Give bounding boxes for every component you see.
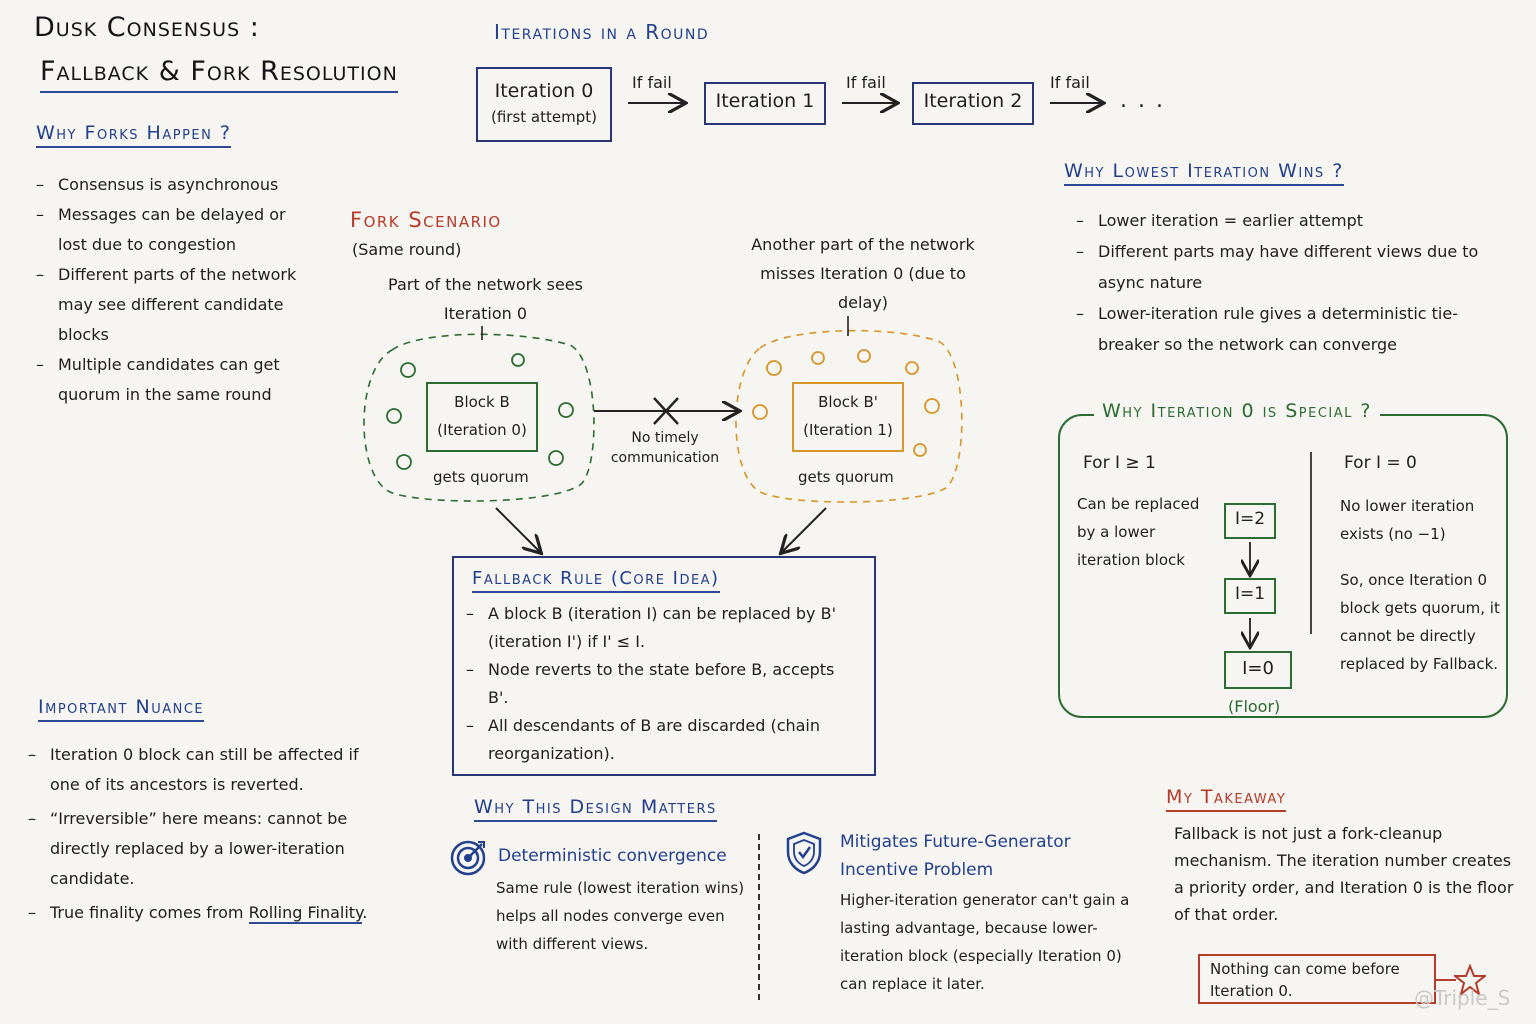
list-item: Messages can be delayed or lost due to c… <box>36 200 306 260</box>
right-column-title: For I = 0 <box>1344 453 1417 473</box>
rolling-finality-link[interactable]: Rolling Finality <box>248 903 363 924</box>
block-b-label: Block B <box>454 393 510 411</box>
block-b-prime-label: Block B' <box>818 393 878 411</box>
list-item: Consensus is asynchronous <box>36 170 306 200</box>
no-communication-label: No timely communication <box>610 430 720 466</box>
list-item: Node reverts to the state before B, acce… <box>466 656 856 712</box>
block-b-quorum: gets quorum <box>433 468 529 486</box>
list-item: Iteration 0 block can still be affected … <box>28 740 388 800</box>
if-fail-label-3: If fail <box>1050 73 1090 92</box>
nuance-list: Iteration 0 block can still be affected … <box>28 740 388 928</box>
fallback-rule-heading: Fallback Rule (Core Idea) <box>472 568 720 593</box>
blocked-x-mark-b <box>653 397 679 425</box>
takeaway-heading: My Takeaway <box>1166 786 1287 812</box>
shield-icon <box>784 830 824 876</box>
block-b-prime: Block B' (Iteration 1) <box>792 382 904 452</box>
iteration-0-label: Iteration 0 <box>494 80 594 102</box>
page-title-line1: Dusk Consensus : <box>34 12 260 43</box>
floor-label: (Floor) <box>1228 697 1281 716</box>
list-item: Lower-iteration rule gives a determinist… <box>1076 298 1506 360</box>
why-lowest-list: Lower iteration = earlier attempt Differ… <box>1076 205 1506 360</box>
block-b-prime-iteration: (Iteration 1) <box>803 421 893 439</box>
left-network-caption: Part of the network sees Iteration 0 <box>388 275 583 323</box>
design-heading: Why This Design Matters <box>474 796 717 822</box>
iteration-2-label: Iteration 2 <box>923 90 1023 112</box>
right-network-caption: Another part of the network misses Itera… <box>751 235 975 312</box>
list-item: Multiple candidates can get quorum in th… <box>36 350 306 410</box>
fork-scenario-subheading: (Same round) <box>352 240 462 259</box>
list-item: Different parts of the network may see d… <box>36 260 306 350</box>
fallback-rule-list: A block B (iteration I) can be replaced … <box>466 600 856 768</box>
block-b-prime-quorum: gets quorum <box>798 468 894 486</box>
block-b-iteration: (Iteration 0) <box>437 421 527 439</box>
left-column-text: Can be replaced by a lower iteration blo… <box>1077 495 1200 569</box>
left-column-title: For I ≥ 1 <box>1083 453 1156 473</box>
level-i1-label: I=1 <box>1234 584 1266 604</box>
level-i0-box: I=0 <box>1224 651 1292 689</box>
star-icon <box>1452 963 1488 997</box>
right-column-text-1: No lower iteration exists (no −1) <box>1340 497 1475 543</box>
ellipsis: . . . <box>1120 88 1165 113</box>
page-title-line2: Fallback & Fork Resolution <box>40 56 398 93</box>
why-forks-list: Consensus is asynchronous Messages can b… <box>36 170 306 410</box>
level-i1-box: I=1 <box>1224 578 1276 614</box>
nuance-finality-suffix: . <box>362 903 368 922</box>
if-fail-label-1: If fail <box>632 73 672 92</box>
blocked-x-mark-a <box>653 397 679 425</box>
iteration-0-sublabel: (first attempt) <box>491 108 597 126</box>
panel-divider <box>1310 452 1312 634</box>
list-item: Lower iteration = earlier attempt <box>1076 205 1506 236</box>
why-lowest-heading: Why Lowest Iteration Wins ? <box>1064 160 1344 186</box>
if-fail-label-2: If fail <box>846 73 886 92</box>
takeaway-callout-text: Nothing can come before Iteration 0. <box>1210 960 1400 1000</box>
design-right-title: Mitigates Future-Generator Incentive Pro… <box>840 832 1071 880</box>
design-left-text: Same rule (lowest iteration wins) helps … <box>496 879 745 953</box>
target-icon <box>448 838 488 878</box>
right-to-fallback-arrow <box>782 507 827 552</box>
block-b: Block B (Iteration 0) <box>426 382 538 452</box>
iterations-heading: Iterations in a Round <box>494 20 710 44</box>
list-item: All descendants of B are discarded (chai… <box>466 712 856 768</box>
nuance-finality-prefix: True finality comes from <box>50 903 244 922</box>
nuance-heading: Important Nuance <box>38 696 205 722</box>
level-i2-box: I=2 <box>1224 503 1276 539</box>
iteration-2-box: Iteration 2 <box>912 82 1034 125</box>
list-item: True finality comes from Rolling Finalit… <box>28 898 388 928</box>
why-iter0-heading: Why Iteration 0 is Special ? <box>1094 400 1380 422</box>
takeaway-callout: Nothing can come before Iteration 0. <box>1198 954 1436 1004</box>
level-i2-label: I=2 <box>1234 509 1266 529</box>
fork-scenario-heading: Fork Scenario <box>350 208 502 232</box>
why-forks-heading: Why Forks Happen ? <box>36 122 232 148</box>
design-right-text: Higher-iteration generator can't gain a … <box>840 891 1130 993</box>
iteration-1-box: Iteration 1 <box>704 82 826 125</box>
list-item: Different parts may have different views… <box>1076 236 1506 298</box>
level-i0-label: I=0 <box>1242 658 1274 679</box>
design-left-title: Deterministic convergence <box>498 846 727 866</box>
iteration-0-box: Iteration 0 (first attempt) <box>476 67 612 142</box>
iteration-1-label: Iteration 1 <box>715 90 815 112</box>
takeaway-text: Fallback is not just a fork-cleanup mech… <box>1174 824 1514 924</box>
fallback-rule-box <box>452 556 876 776</box>
watermark: @Triple_S <box>1414 986 1511 1010</box>
right-column-text-2: So, once Iteration 0 block gets quorum, … <box>1340 571 1500 673</box>
list-item: “Irreversible” here means: cannot be dir… <box>28 804 388 894</box>
list-item: A block B (iteration I) can be replaced … <box>466 600 856 656</box>
left-to-fallback-arrow <box>495 507 540 552</box>
design-divider <box>758 834 760 1000</box>
